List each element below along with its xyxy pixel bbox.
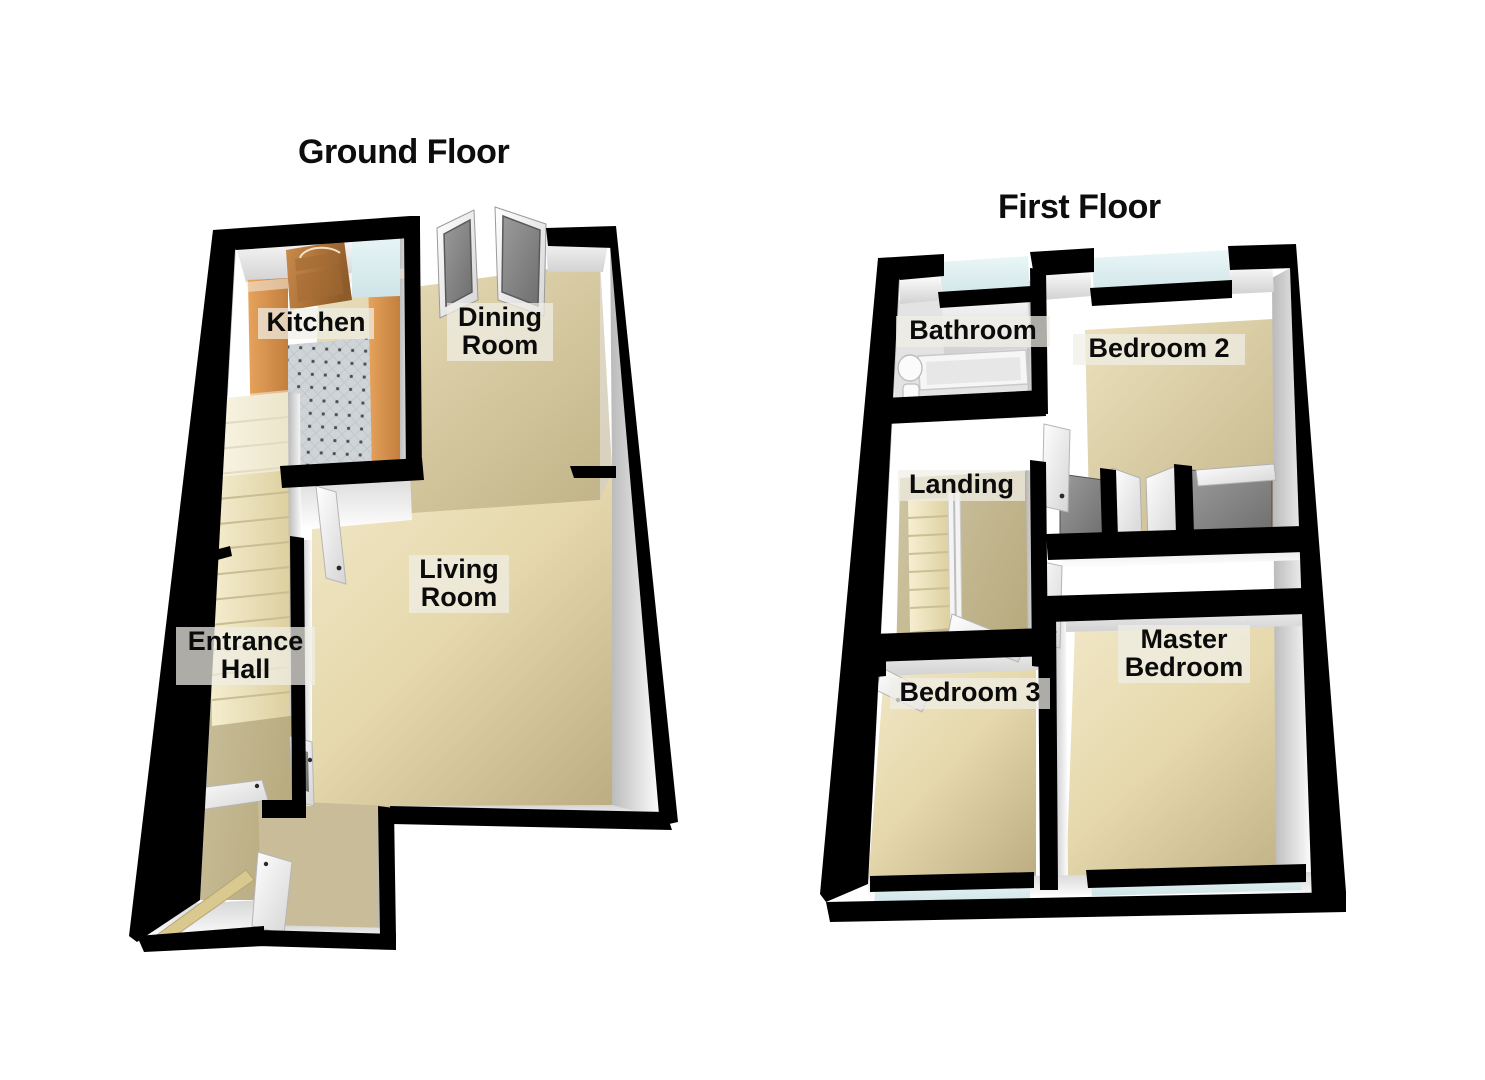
patio-doors-group	[436, 206, 547, 319]
living-room-floor	[312, 470, 612, 818]
room-label-landing: Landing	[898, 470, 1025, 501]
ff-internal-wall-bed3-stub	[866, 650, 886, 678]
first-structure-walls	[820, 244, 1346, 922]
kitchen-floor-tiles	[285, 336, 394, 482]
ff-outer-wall-right	[1290, 244, 1346, 902]
outer-wall-left	[129, 230, 236, 942]
ff-wall-right-inner	[1272, 268, 1312, 892]
ff-banister-rail-icon	[953, 493, 957, 637]
ff-outer-wall-bottom	[826, 892, 1346, 922]
wall-right-inner-2	[600, 262, 612, 500]
internal-wall-stair-spur	[186, 546, 232, 568]
front-door-panel-b	[296, 268, 344, 302]
ff-wall-top-bed2b-inner	[1228, 262, 1274, 294]
ground-structure-walls	[129, 216, 678, 952]
ground-floor-title: Ground Floor	[298, 133, 510, 171]
ff-outer-wall-top-b	[1030, 248, 1094, 276]
wardrobe-right-door	[1195, 463, 1277, 487]
door-alcove-handle-icon	[263, 861, 269, 867]
ff-wall-top-bath-inner	[900, 274, 942, 304]
bath-tub-inner-icon	[926, 357, 1021, 385]
door-living-handle-icon	[307, 757, 313, 763]
wardrobe-door-b	[1145, 465, 1179, 541]
kitchen-window-glass	[352, 230, 400, 298]
door-bedroom2-handle-icon	[1059, 493, 1065, 499]
room-label-living-room: Living Room	[409, 555, 509, 614]
room-label-entrance-hall: Entrance Hall	[176, 627, 315, 686]
internal-wall-alcove-right	[378, 806, 396, 938]
ff-outer-wall-top-win-bed2	[1090, 280, 1232, 306]
patio-door-left-glass	[443, 218, 473, 308]
ff-outer-wall-top-c	[1228, 244, 1296, 270]
ff-internal-wall-wardrobe-a	[1100, 468, 1118, 538]
outer-wall-top-c	[546, 226, 616, 248]
ff-internal-wall-bath-south	[884, 390, 1046, 424]
hall-lower-floor	[258, 800, 390, 935]
first-floor-staircase	[907, 491, 963, 641]
front-door-fanlight-icon	[299, 246, 341, 259]
door-kitchen-handle-icon	[336, 565, 342, 571]
internal-wall-hall-stub	[262, 800, 306, 818]
door-hall-handle-icon	[254, 783, 260, 789]
ff-outer-wall-left	[820, 258, 900, 902]
bedroom3-floor	[868, 666, 1036, 884]
front-door-group	[286, 240, 352, 310]
outer-wall-right	[610, 226, 678, 826]
room-label-dining-room: Dining Room	[447, 303, 553, 362]
kitchen-counter-right	[368, 270, 400, 474]
outer-wall-alcove-bottom	[258, 930, 396, 950]
ff-internal-wall-wardrobe-b	[1174, 464, 1194, 534]
outer-wall-top-a	[213, 216, 410, 250]
internal-wall-kitchen-east	[404, 226, 422, 478]
ff-outer-wall-top-a	[878, 254, 944, 280]
outer-wall-living-bottom	[390, 806, 672, 830]
room-label-bedroom-3: Bedroom 3	[890, 678, 1050, 709]
door-kitchen-leaf	[315, 485, 347, 585]
room-label-master-bedroom: Master Bedroom	[1118, 625, 1250, 684]
ff-staircase-treads-icon	[907, 515, 951, 609]
internal-wall-kitchen-south	[280, 458, 424, 488]
outer-wall-hall-bottom	[137, 926, 264, 952]
ff-internal-wall-master-north	[1046, 588, 1306, 622]
front-door-panel-a	[295, 252, 340, 271]
room-label-bedroom-2: Bedroom 2	[1073, 334, 1245, 365]
ff-wall-top-bed2-inner	[1040, 268, 1092, 300]
internal-wall-living-recess	[570, 466, 616, 478]
ff-internal-wall-bed3-north	[870, 628, 1048, 662]
room-label-kitchen: Kitchen	[258, 308, 374, 339]
first-floor-title: First Floor	[998, 188, 1161, 226]
ff-staircase-run	[908, 498, 950, 632]
ff-outer-wall-bottom-win-a	[870, 872, 1034, 892]
ff-outer-wall-top-win-bath	[938, 286, 1032, 308]
ff-outer-wall-bottom-win-b	[1086, 864, 1306, 888]
room-label-bathroom: Bathroom	[896, 316, 1050, 347]
sink-icon	[897, 354, 923, 382]
